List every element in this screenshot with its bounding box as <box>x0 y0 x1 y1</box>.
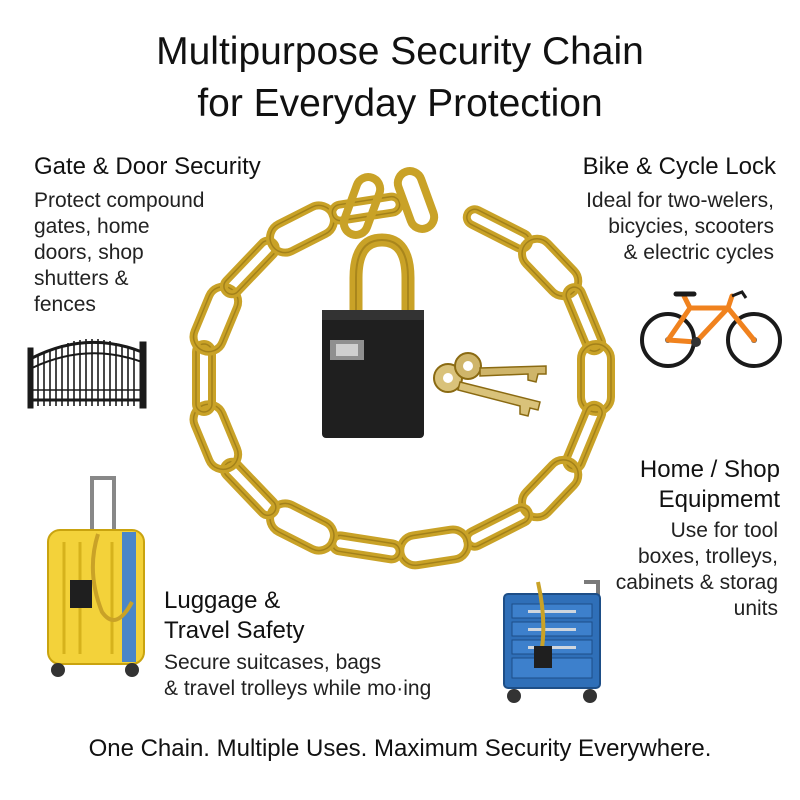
luggage-text-line: Secure suitcases, bags <box>164 651 382 674</box>
shop-text-line: boxes, trolleys, <box>637 545 778 568</box>
luggage-section-heading: Luggage & Travel Safety <box>164 586 364 646</box>
gate-text-line: shutters & <box>34 267 129 290</box>
chain-link <box>195 343 213 413</box>
chain-link <box>565 404 603 470</box>
bike-text-line: Ideal for two-welers, <box>586 189 774 212</box>
chain-link <box>396 525 472 570</box>
gate-text-line: doors, shop <box>34 241 144 264</box>
gate-icon <box>27 339 147 409</box>
padlock-icon <box>322 233 424 438</box>
keys-icon <box>433 352 547 417</box>
gate-section-text: Protect compound gates, home doors, shop… <box>34 188 234 318</box>
luggage-section-text: Secure suitcases, bags & travel trolleys… <box>164 650 464 702</box>
chain-icon <box>189 167 615 570</box>
shop-section-heading: Home / Shop Equipmemt <box>580 455 780 515</box>
luggage-heading-line: Travel Safety <box>164 617 305 644</box>
tool-cart-icon <box>503 580 601 703</box>
shop-text-line: cabinets & storag <box>615 571 778 594</box>
gate-text-line: fences <box>34 293 96 316</box>
chain-link <box>339 173 385 239</box>
page-title: Multipurpose Security Chain for Everyday… <box>0 26 800 130</box>
gate-text-line: Protect compound <box>34 189 205 212</box>
suitcase-icon <box>47 476 145 677</box>
luggage-heading-line: Luggage & <box>164 587 281 614</box>
shop-heading-line: Equipmemt <box>658 486 780 513</box>
chain-with-padlock-image <box>189 167 615 570</box>
gate-text-line: gates, home <box>34 215 150 238</box>
bike-section-text: Ideal for two-welers, bicycies, scooters… <box>534 188 774 266</box>
bike-text-line: & electric cycles <box>623 241 774 264</box>
chain-link <box>192 285 239 353</box>
chain-link <box>565 286 603 352</box>
chain-link <box>580 343 612 413</box>
shop-text-line: units <box>733 597 778 620</box>
chain-link <box>328 531 404 564</box>
gate-section-heading: Gate & Door Security <box>34 153 261 180</box>
tagline: One Chain. Multiple Uses. Maximum Securi… <box>88 735 712 762</box>
shop-heading-line: Home / Shop <box>639 456 780 483</box>
title-line-1: Multipurpose Security Chain <box>156 30 644 73</box>
shop-text-line: Use for tool <box>670 519 778 542</box>
title-line-2: for Everyday Protection <box>197 82 603 125</box>
bicycle-icon <box>640 290 782 368</box>
chain-link <box>223 461 277 517</box>
bike-text-line: bicycies, scooters <box>608 215 774 238</box>
chain-link <box>393 167 439 233</box>
shop-section-text: Use for tool boxes, trolleys, cabinets &… <box>558 518 778 622</box>
chain-link <box>192 403 239 471</box>
chain-link <box>521 237 580 297</box>
luggage-text-line: & travel trolleys while mo·ing <box>164 677 432 700</box>
bike-section-heading: Bike & Cycle Lock <box>582 153 776 180</box>
